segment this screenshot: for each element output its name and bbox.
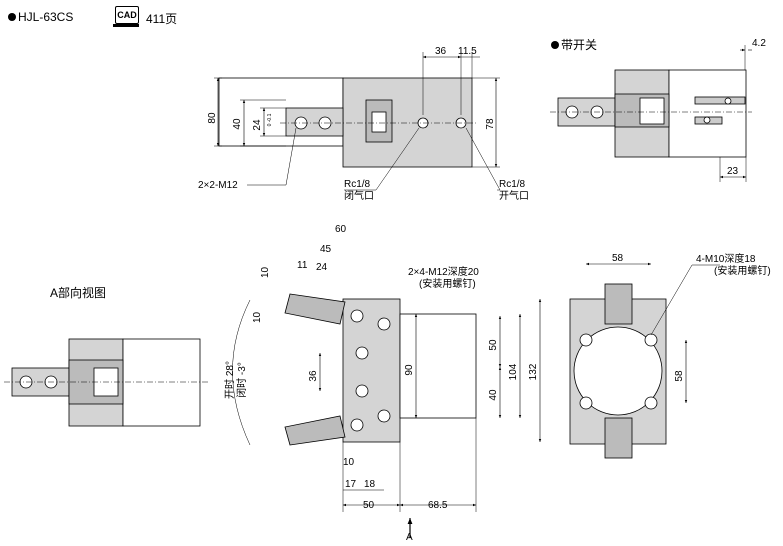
dim-36: 36 xyxy=(435,46,447,57)
dim-45: 45 xyxy=(320,244,332,255)
dim-11: 11 xyxy=(297,260,308,271)
thread-side-label: 4-M10深度18 xyxy=(696,252,756,265)
cad-icon-base xyxy=(113,24,139,27)
port-close-desc: 闭气口 xyxy=(344,189,374,202)
dim-50: 50 xyxy=(488,339,499,351)
dim-40b: 40 xyxy=(488,389,499,401)
view-a-title: A部向视图 xyxy=(50,285,106,300)
arrow-a-label: A xyxy=(406,532,413,543)
model-title: HJL-63CS xyxy=(8,10,73,24)
dim-80: 80 xyxy=(207,112,218,124)
dim-tolerance: 0 -0.1 xyxy=(267,113,273,126)
dim-132: 132 xyxy=(528,363,539,380)
dim-10c: 10 xyxy=(343,457,355,468)
top-cylinder-body xyxy=(342,77,473,168)
dim-68-5: 68.5 xyxy=(428,500,448,511)
with-switch-title: 带开关 xyxy=(551,36,597,53)
dim-18: 18 xyxy=(364,479,376,490)
dim-17: 17 xyxy=(345,479,357,490)
dim-11-5: 11.5 xyxy=(458,46,477,57)
cad-icon[interactable]: CAD xyxy=(115,6,139,24)
dim-58a: 58 xyxy=(612,253,624,264)
dim-36b: 36 xyxy=(308,370,319,382)
dim-10a: 10 xyxy=(260,266,271,278)
dim-10b: 10 xyxy=(252,311,263,323)
switch-view-text: 4.2 23 xyxy=(727,38,766,177)
dim-104: 104 xyxy=(508,363,519,380)
port-open-desc: 开气口 xyxy=(499,189,529,202)
model-label: HJL-63CS xyxy=(18,10,74,24)
front-view xyxy=(232,293,542,538)
dim-78: 78 xyxy=(485,118,496,130)
top-view xyxy=(214,52,501,191)
port-open-label: Rc1/8 xyxy=(499,179,526,190)
thread-top-label: 2×2-M12 xyxy=(198,180,238,191)
switch-view xyxy=(550,45,752,182)
dim-4-2: 4.2 xyxy=(752,38,766,49)
with-switch-label: 带开关 xyxy=(561,38,598,52)
dim-50b: 50 xyxy=(363,500,375,511)
dim-23: 23 xyxy=(727,166,739,177)
thread-front-label: 2×4-M12深度20 xyxy=(408,265,479,278)
page-reference[interactable]: 411页 xyxy=(146,12,178,26)
side-view xyxy=(569,262,720,459)
dim-24: 24 xyxy=(252,119,263,131)
dim-90: 90 xyxy=(404,364,415,376)
a-view-text: A部向视图 xyxy=(50,285,106,300)
top-view-text: 36 11.5 80 40 24 0 -0.1 78 2×2-M12 Rc1/8… xyxy=(198,46,529,202)
close-angle-label: 闭时 -3° xyxy=(235,362,248,398)
port-close-label: Rc1/8 xyxy=(344,179,371,190)
dim-40: 40 xyxy=(232,118,243,130)
front-view-text: 60 45 11 24 10 10 开时 28° 闭时 -3° 36 90 50… xyxy=(224,224,539,543)
thread-front-note: (安装用螺钉) xyxy=(419,277,476,290)
bullet-icon xyxy=(551,41,559,49)
open-angle-label: 开时 28° xyxy=(224,361,236,399)
top-jaw xyxy=(285,107,344,137)
dim-24b: 24 xyxy=(316,262,328,273)
dim-60: 60 xyxy=(335,224,347,235)
a-view xyxy=(4,338,208,427)
bullet-icon xyxy=(8,13,16,21)
cad-badge-label: CAD xyxy=(117,10,137,20)
dim-58b: 58 xyxy=(674,370,685,382)
side-view-text: 58 58 4-M10深度18 (安装用螺钉) xyxy=(612,252,771,382)
thread-side-note: (安装用螺钉) xyxy=(714,264,771,277)
